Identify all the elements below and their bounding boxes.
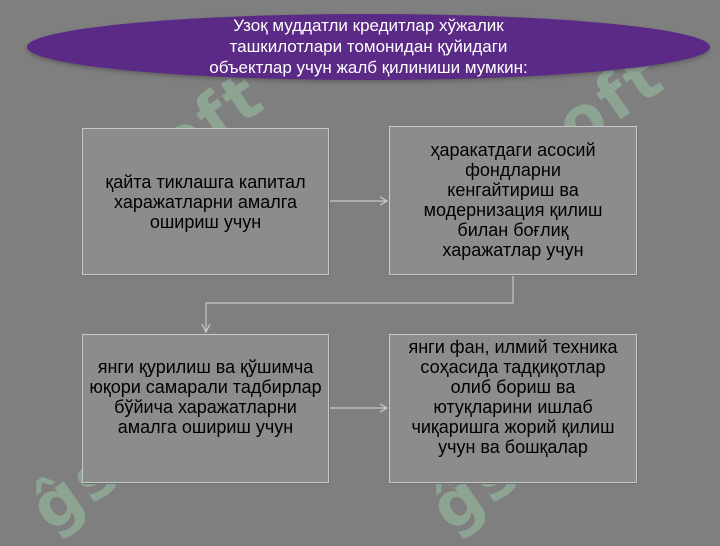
box-fixed-assets-expansion: ҳаракатдаги асосий фондларни кенгайтириш… (389, 126, 637, 275)
connector-arrow-2-to-3 (205, 275, 514, 331)
box-science-technology-text: янги фан, илмий техника соҳасида тадқиқо… (408, 337, 618, 457)
arrowhead-3-to-4 (379, 403, 389, 413)
title-banner: Узоқ муддатли кредитлар хўжалик ташкилот… (27, 14, 710, 80)
arrowhead-1-to-2 (379, 196, 389, 206)
box-fixed-assets-expansion-text: ҳаракатдаги асосий фондларни кенгайтириш… (423, 140, 603, 260)
arrowhead-2-to-3 (201, 323, 211, 334)
box-new-construction-text: янги қурилиш ва қўшимча юқори самарали т… (89, 357, 322, 437)
box-new-construction: янги қурилиш ва қўшимча юқори самарали т… (82, 334, 329, 483)
box-science-technology: янги фан, илмий техника соҳасида тадқиқо… (389, 334, 637, 483)
slide-title: Узоқ муддатли кредитлар хўжалик ташкилот… (209, 16, 528, 77)
box-restoration-costs-text: қайта тиклашга капитал харажатларни амал… (105, 172, 306, 232)
box-restoration-costs: қайта тиклашга капитал харажатларни амал… (82, 128, 329, 275)
